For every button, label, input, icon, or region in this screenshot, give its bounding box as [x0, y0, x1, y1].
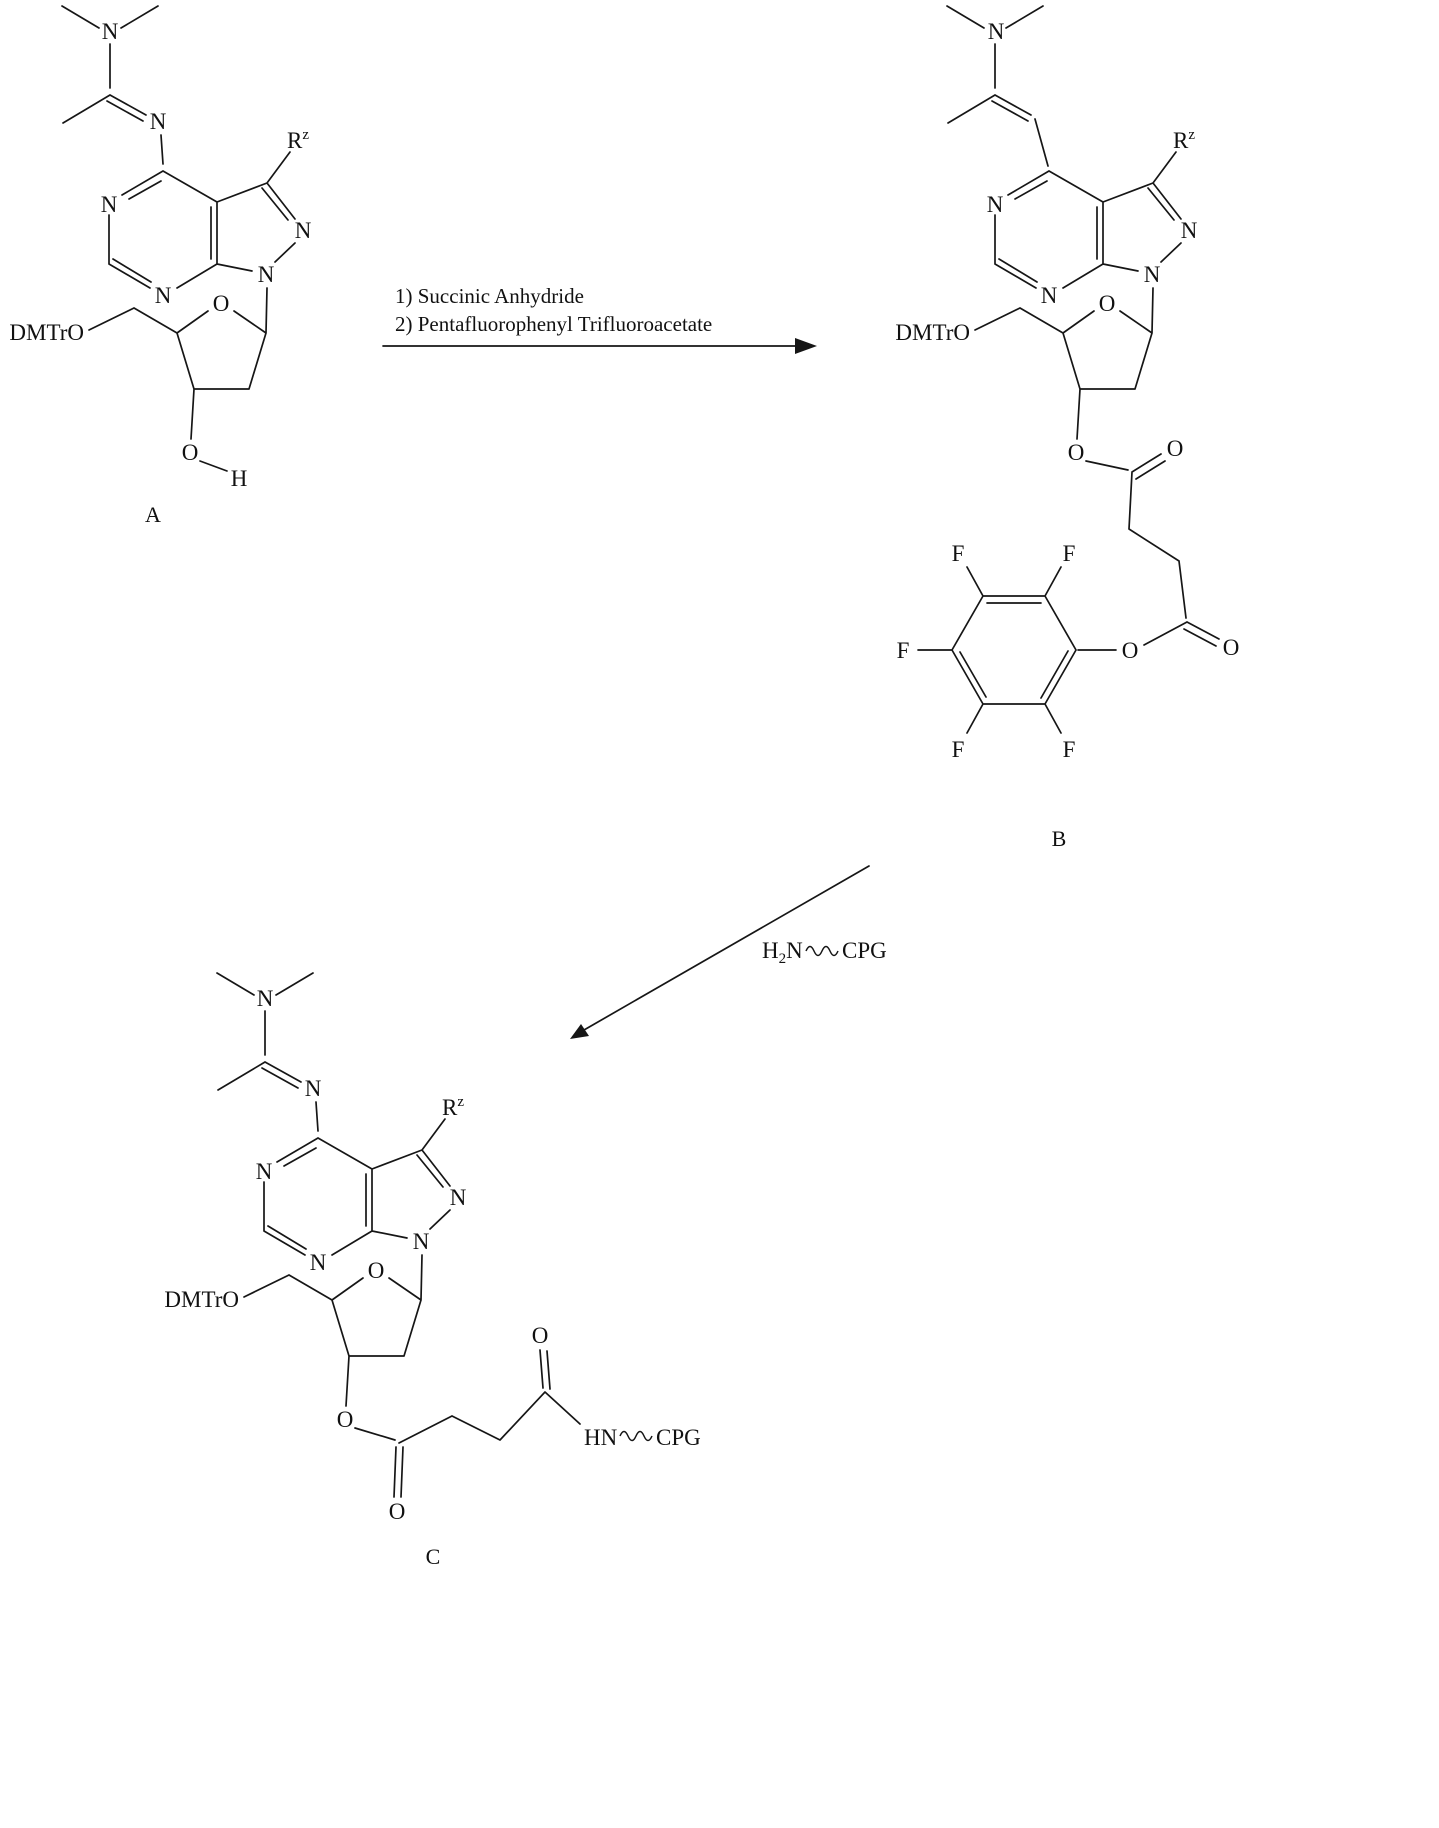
- reagent-h2n-label: H2N: [762, 938, 803, 967]
- atom-f-label: F: [897, 638, 910, 663]
- structure-label-c: C: [426, 1544, 441, 1569]
- dmtro-label: DMTrO: [9, 320, 84, 345]
- atom-n-label: N: [295, 218, 312, 243]
- reaction-arrow-1: 1) Succinic Anhydride 2) Pentafluorophen…: [382, 284, 817, 354]
- atom-n-label: N: [988, 19, 1005, 44]
- bonds-structure-c: [216, 972, 581, 1498]
- atom-n-label: N: [1181, 218, 1198, 243]
- atom-n-label: N: [1041, 283, 1058, 308]
- atom-o-label: O: [1223, 635, 1240, 660]
- arrowhead-icon: [795, 338, 817, 354]
- atom-n-label: N: [413, 1229, 430, 1254]
- atom-o-label: O: [368, 1258, 385, 1283]
- atom-h-label: H: [231, 466, 248, 491]
- atom-n-label: N: [101, 192, 118, 217]
- bonds-structure-b: [917, 5, 1220, 734]
- atom-o-label: O: [1099, 291, 1116, 316]
- atom-f-label: F: [952, 737, 965, 762]
- atom-f-label: F: [1063, 541, 1076, 566]
- arrowhead-icon: [570, 1024, 589, 1039]
- atom-o-label: O: [532, 1323, 549, 1348]
- atom-f-label: F: [1063, 737, 1076, 762]
- rz-substituent-label: Rz: [287, 127, 309, 153]
- structure-a: N N N N N N Rz O DMTrO O H A: [9, 5, 312, 527]
- structure-label-a: A: [145, 502, 161, 527]
- atom-n-icon-label: N: [102, 19, 119, 44]
- bonds-structure-a: [61, 5, 296, 472]
- atom-n-label: N: [305, 1076, 322, 1101]
- atom-o-label: O: [182, 440, 199, 465]
- atom-o-label: O: [337, 1407, 354, 1432]
- dmtro-label: DMTrO: [895, 320, 970, 345]
- atom-n-label: N: [987, 192, 1004, 217]
- arrow-line: [583, 865, 870, 1031]
- structure-b: N N N N N Rz O DMTrO O O O O F F F F F B: [895, 5, 1240, 851]
- atom-n-label: N: [256, 1159, 273, 1184]
- condition-step1: 1) Succinic Anhydride: [395, 284, 584, 308]
- reagent-cpg-label: CPG: [842, 938, 887, 963]
- reaction-arrow-2: H2N CPG: [570, 865, 887, 1039]
- atom-n-label: N: [150, 109, 167, 134]
- squiggle-bond-icon: [805, 945, 839, 957]
- atom-o-label: O: [389, 1499, 406, 1524]
- rz-substituent-label: Rz: [442, 1094, 464, 1120]
- structure-c: N N N N N N Rz O DMTrO O O O HN CPG C: [164, 972, 701, 1569]
- atom-n-label: N: [450, 1185, 467, 1210]
- support-cpg-label: CPG: [656, 1425, 701, 1450]
- amide-hn-label: HN: [584, 1425, 618, 1450]
- atom-o-label: O: [1122, 638, 1139, 663]
- squiggle-bond-icon: [619, 1430, 653, 1442]
- structure-label-b: B: [1052, 826, 1067, 851]
- atom-n-label: N: [1144, 262, 1161, 287]
- atom-f-label: F: [952, 541, 965, 566]
- atom-n-label: N: [258, 262, 275, 287]
- dmtro-label: DMTrO: [164, 1287, 239, 1312]
- atom-o-label: O: [1068, 440, 1085, 465]
- atom-n-label: N: [155, 283, 172, 308]
- rz-substituent-label: Rz: [1173, 127, 1195, 153]
- condition-step2: 2) Pentafluorophenyl Trifluoroacetate: [395, 312, 712, 336]
- atom-o-label: O: [1167, 436, 1184, 461]
- atom-n-label: N: [257, 986, 274, 1011]
- atom-n-label: N: [310, 1250, 327, 1275]
- atom-o-label: O: [213, 291, 230, 316]
